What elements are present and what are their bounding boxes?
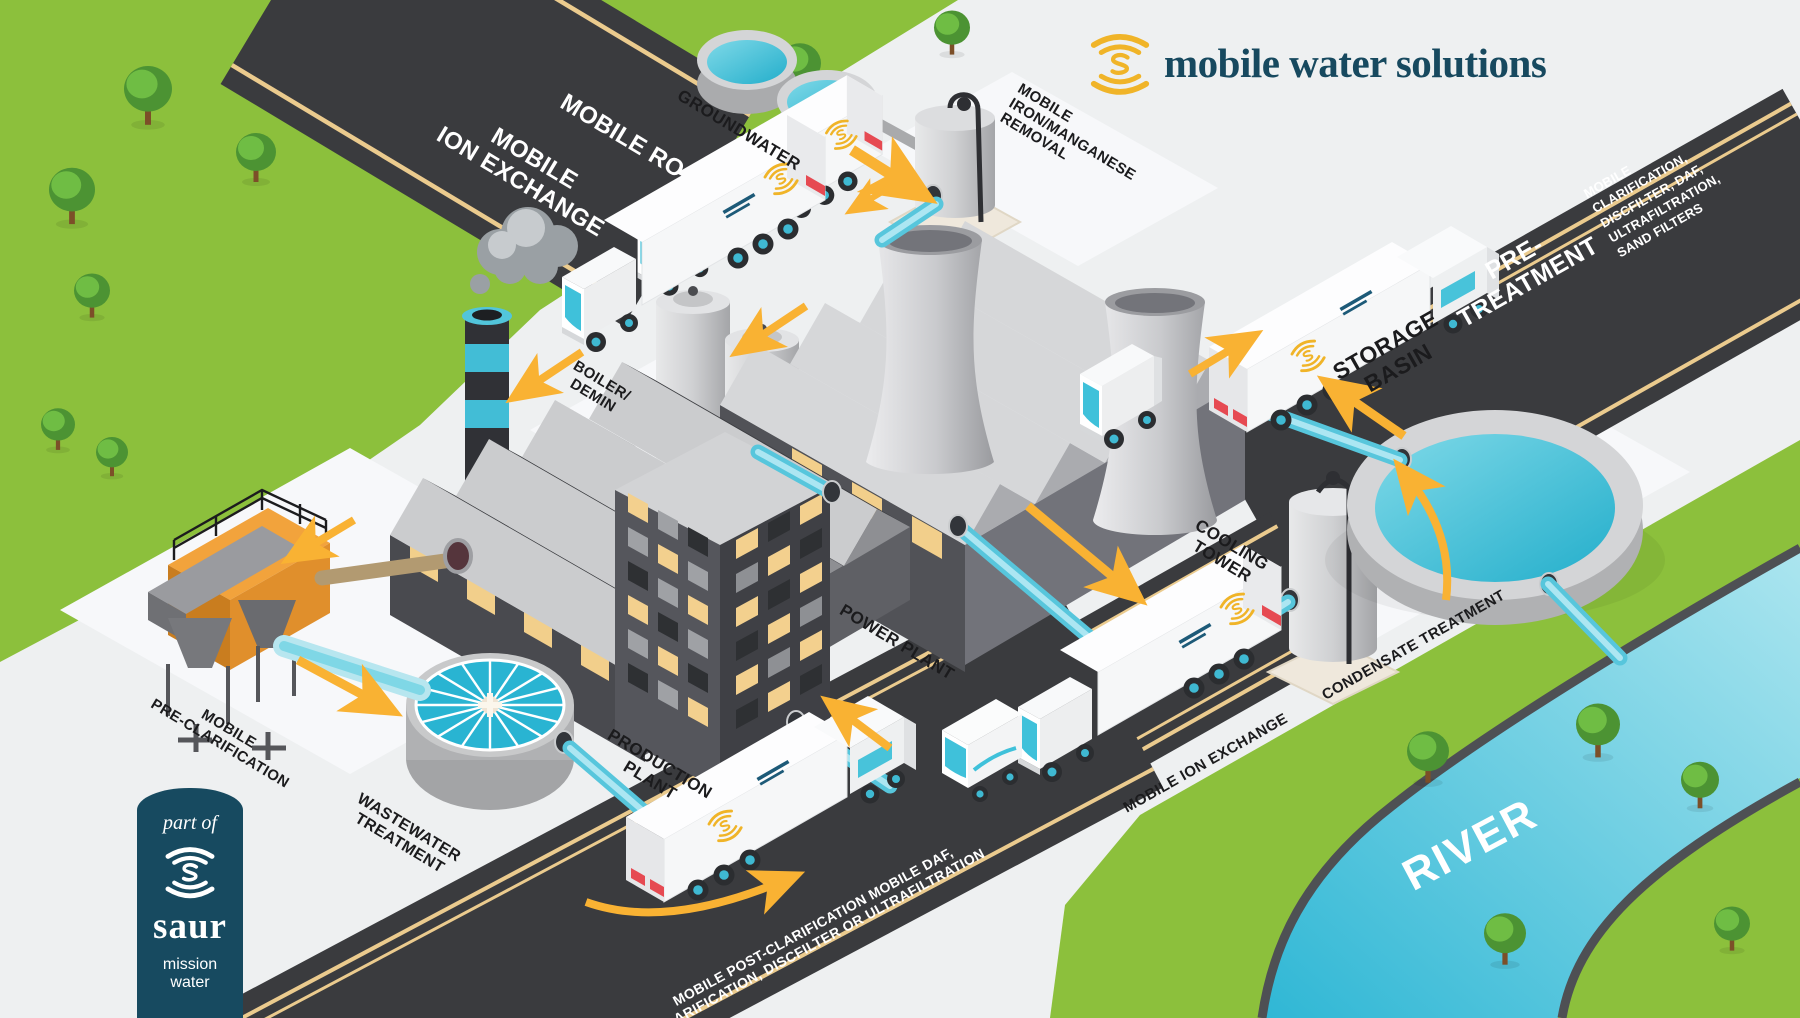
smoke-cloud bbox=[470, 207, 578, 294]
saur-banner: part of saur mission water bbox=[137, 788, 243, 1018]
flow-arrows bbox=[280, 136, 1452, 917]
brand-logo: mobile water solutions bbox=[1088, 30, 1547, 96]
saur-partner-tagline: mission water bbox=[162, 956, 218, 992]
cooling-towers bbox=[866, 225, 1217, 535]
production-plant-tower bbox=[615, 432, 830, 790]
saur-logo-icon bbox=[160, 841, 220, 903]
river bbox=[1257, 544, 1800, 1018]
wastewater-clarifier bbox=[406, 653, 574, 810]
saur-partner-name: saur bbox=[153, 906, 227, 947]
brand-logo-text: mobile water solutions bbox=[1164, 40, 1547, 86]
brand-logo-icon bbox=[1088, 30, 1152, 96]
saur-partner-prefix: part of bbox=[163, 812, 217, 834]
